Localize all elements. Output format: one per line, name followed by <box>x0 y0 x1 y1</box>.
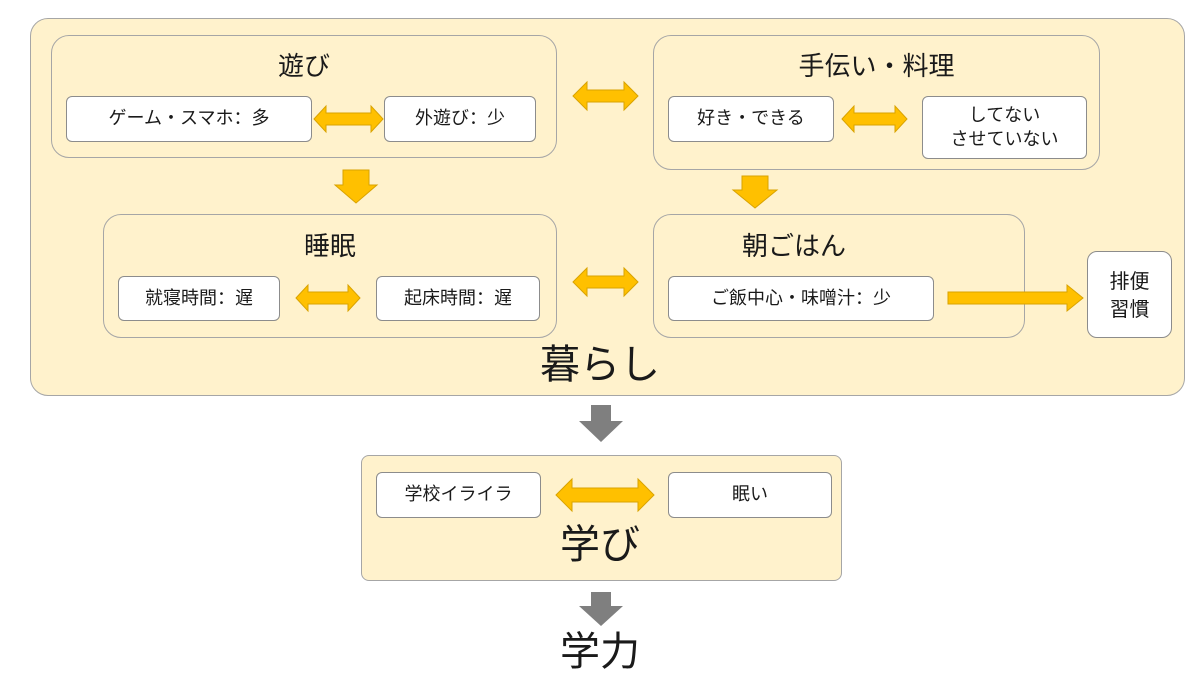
double-arrow-sleep-breakfast <box>572 266 639 298</box>
double-arrow-learning <box>555 477 655 513</box>
learning-title: 学び <box>560 522 640 568</box>
right-arrow-breakfast-to-habit <box>947 283 1084 313</box>
chores-right-line2: させていない <box>950 128 1059 150</box>
double-arrow-chores <box>841 104 908 134</box>
ability-label: 学力 <box>560 629 640 675</box>
bowel-habit-line2: 習慣 <box>1109 296 1150 321</box>
chores-title: 手伝い・料理 <box>798 52 955 82</box>
double-arrow-sleep <box>295 283 361 313</box>
sleep-title: 睡眠 <box>303 232 356 262</box>
breakfast-item-box: ご飯中心・味噌汁：少 <box>668 276 934 321</box>
down-arrow-learning-to-ability <box>579 592 623 626</box>
play-title: 遊び <box>277 52 330 82</box>
down-arrow-chores-to-breakfast <box>731 175 779 209</box>
chores-left-box: 好き・できる <box>668 96 834 142</box>
learning-right-box: 眠い <box>668 472 832 518</box>
down-arrow-play-to-sleep <box>333 169 379 204</box>
play-right-box: 外遊び：少 <box>384 96 536 142</box>
down-arrow-kurashi-to-learning <box>579 405 623 442</box>
double-arrow-play <box>313 104 384 134</box>
bowel-habit-line1: 排便 <box>1109 268 1150 293</box>
chores-right-line1: してない <box>968 104 1041 126</box>
sleep-left-box: 就寝時間：遅 <box>118 276 280 321</box>
play-left-box: ゲーム・スマホ：多 <box>66 96 312 142</box>
double-arrow-play-chores <box>572 80 639 112</box>
breakfast-title: 朝ごはん <box>741 232 846 262</box>
learning-left-box: 学校イライラ <box>376 472 541 518</box>
chores-right-box: してない させていない <box>922 96 1087 159</box>
bowel-habit-box: 排便 習慣 <box>1087 251 1172 338</box>
kurashi-label: 暮らし <box>540 342 660 388</box>
sleep-right-box: 起床時間：遅 <box>376 276 540 321</box>
